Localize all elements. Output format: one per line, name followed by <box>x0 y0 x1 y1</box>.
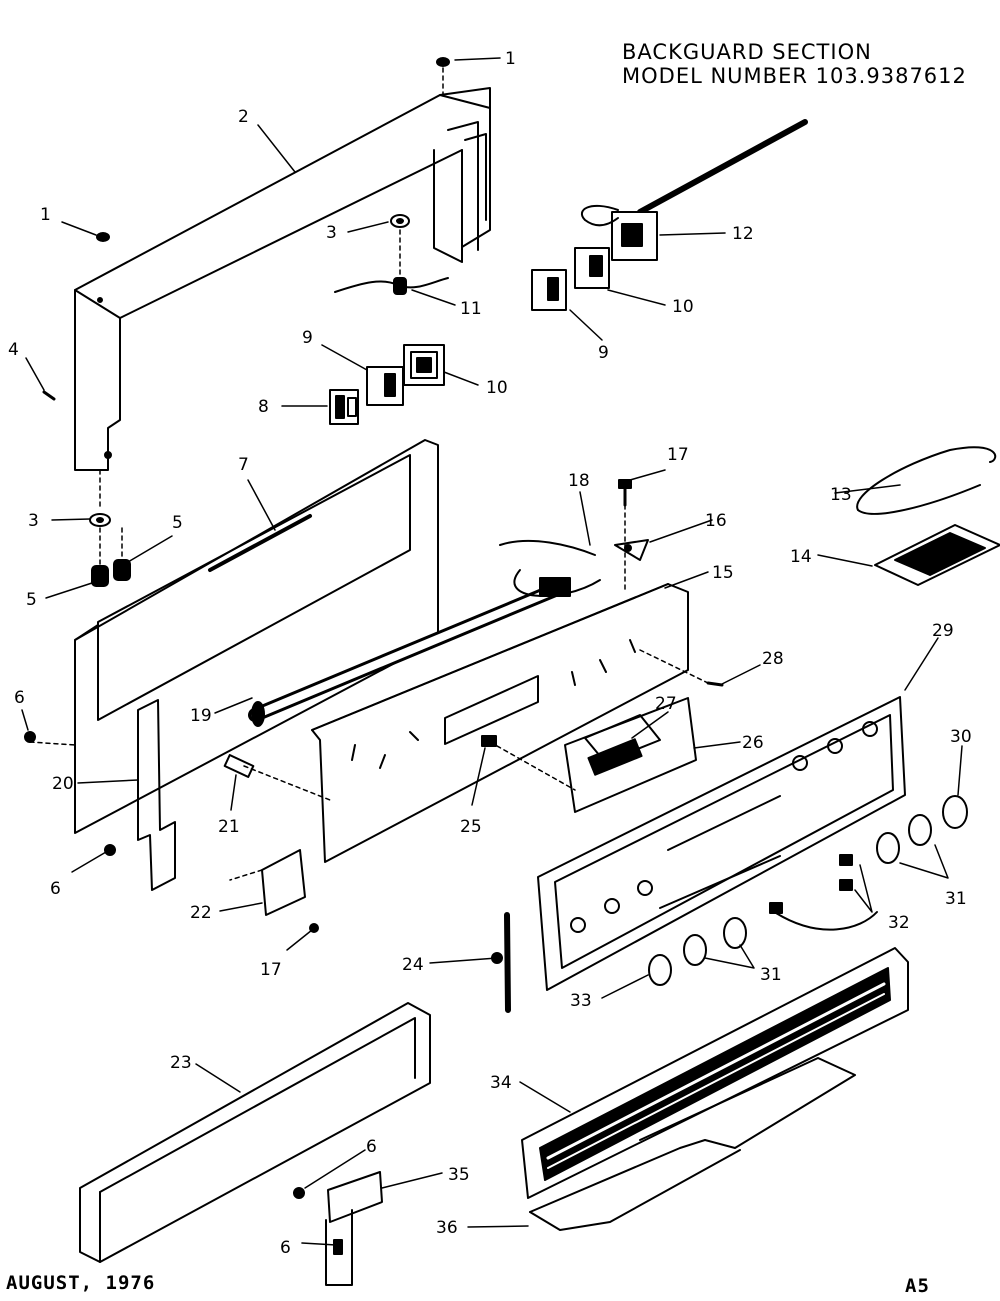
part-15-control-panel <box>311 583 689 863</box>
page-code: A5 <box>905 1275 930 1297</box>
part-20-bracket <box>137 699 176 891</box>
callout-12: 12 <box>732 224 754 244</box>
callout-8: 8 <box>258 397 269 417</box>
leader-lines <box>21 57 963 1246</box>
callout-4: 4 <box>8 340 19 360</box>
callout-17-lower: 17 <box>260 960 282 980</box>
part-36-baffle <box>529 1057 856 1231</box>
callout-25: 25 <box>460 817 482 837</box>
callout-5-left: 5 <box>26 590 37 610</box>
callout-15: 15 <box>712 563 734 583</box>
callout-6-upper35: 6 <box>366 1137 377 1157</box>
callout-18: 18 <box>568 471 590 491</box>
callout-3-lower: 3 <box>28 511 39 531</box>
part-27-display-module <box>584 714 661 763</box>
part-22-plate <box>261 849 306 916</box>
callout-26: 26 <box>742 733 764 753</box>
part-1-nut-left <box>96 232 110 242</box>
footer-date: AUGUST, 1976 <box>6 1272 156 1294</box>
part-3-washer-upper <box>390 214 410 228</box>
part-25-fitting <box>481 735 497 747</box>
assembly-lines <box>29 67 709 881</box>
part-35-bracket <box>325 1171 383 1286</box>
callout-27: 27 <box>655 694 677 714</box>
part-17-screw-upper <box>618 479 632 507</box>
part-13-wiring-harness <box>856 446 997 515</box>
callout-24: 24 <box>402 955 424 975</box>
model-number: MODEL NUMBER 103.9387612 <box>622 64 967 88</box>
callout-3-upper: 3 <box>326 223 337 243</box>
part-10-switch-right <box>574 247 610 289</box>
part-7-rear-panel <box>24 439 439 834</box>
callout-6-lower35: 6 <box>280 1238 291 1258</box>
callout-1-top: 1 <box>505 49 516 69</box>
callout-21: 21 <box>218 817 240 837</box>
part-18-wiring <box>499 539 601 597</box>
part-4-screw <box>42 390 56 401</box>
callout-30: 30 <box>950 727 972 747</box>
callout-labels: 1 2 1 3 11 4 9 10 8 12 10 9 7 3 5 5 6 17… <box>8 49 972 1258</box>
callout-14: 14 <box>790 547 812 567</box>
callout-6-rear: 6 <box>14 688 25 708</box>
part-12-clock-timer <box>581 119 808 261</box>
callout-22: 22 <box>190 903 212 923</box>
part-23-trim-channel <box>79 1002 431 1263</box>
part-34-vent-grille <box>521 947 909 1199</box>
callout-11: 11 <box>460 299 482 319</box>
part-14-label <box>874 524 1000 586</box>
part-9-switch-right <box>531 269 567 311</box>
callout-16: 16 <box>705 511 727 531</box>
callout-19: 19 <box>190 706 212 726</box>
callout-31-right: 31 <box>945 889 967 909</box>
callout-17-upper: 17 <box>667 445 689 465</box>
part-21-lamp-socket <box>223 754 255 778</box>
part-28-screw <box>706 681 724 687</box>
part-6-screws-35 <box>293 1187 343 1255</box>
part-3-washer-lower <box>89 513 111 527</box>
part-8-switch <box>329 389 359 425</box>
callout-13: 13 <box>830 485 852 505</box>
part-9-switch-left <box>366 366 404 406</box>
callout-20: 20 <box>52 774 74 794</box>
section-title: BACKGUARD SECTION <box>622 40 872 64</box>
part-16-clip <box>614 539 649 561</box>
callout-9-left: 9 <box>302 328 313 348</box>
part-31-knobs-lower <box>683 917 747 966</box>
callout-5-right: 5 <box>172 513 183 533</box>
callout-10-left: 10 <box>486 378 508 398</box>
part-31-knobs-right <box>876 814 932 864</box>
callout-9-right: 9 <box>598 343 609 363</box>
part-5-nut-b <box>113 559 131 581</box>
callout-7: 7 <box>238 455 249 475</box>
part-30-knob <box>942 795 968 829</box>
callout-35: 35 <box>448 1165 470 1185</box>
callout-2: 2 <box>238 107 249 127</box>
part-33-knob <box>648 954 672 986</box>
part-19-tube <box>248 583 562 727</box>
callout-31-lower: 31 <box>760 965 782 985</box>
part-10-switch-left <box>403 344 445 386</box>
part-26-display-bezel <box>564 697 697 813</box>
callout-34: 34 <box>490 1073 512 1093</box>
part-29-front-panel <box>537 696 906 991</box>
part-6-screw-20 <box>104 844 116 856</box>
part-11-wired-stud <box>334 277 449 295</box>
callout-10-right: 10 <box>672 297 694 317</box>
part-32-sockets <box>769 854 878 931</box>
callout-1-left: 1 <box>40 205 51 225</box>
callout-23: 23 <box>170 1053 192 1073</box>
part-24-rod <box>491 912 511 1013</box>
callout-29: 29 <box>932 621 954 641</box>
callout-33: 33 <box>570 991 592 1011</box>
part-5-nut-a <box>91 565 109 587</box>
callout-36: 36 <box>436 1218 458 1238</box>
part-2-top-frame <box>74 87 491 471</box>
part-1-nut-top <box>436 57 450 67</box>
callout-6-bracket: 6 <box>50 879 61 899</box>
callout-32: 32 <box>888 913 910 933</box>
callout-28: 28 <box>762 649 784 669</box>
